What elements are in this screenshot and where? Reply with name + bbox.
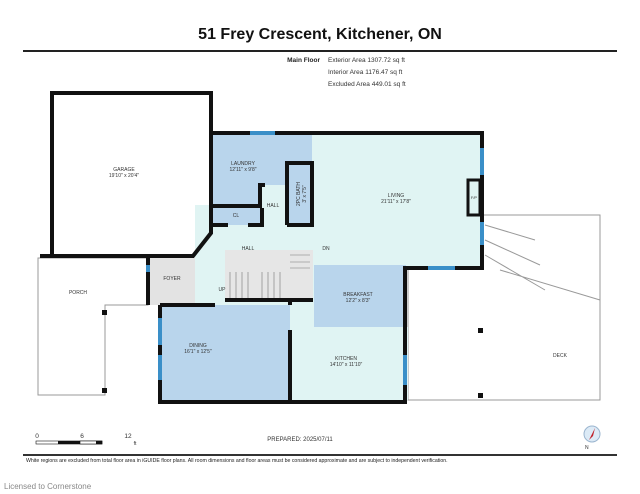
scale-label-6: 6: [80, 433, 84, 440]
disclaimer: White regions are excluded from total fl…: [26, 458, 448, 464]
small-hall: [262, 185, 287, 225]
laundry-dims: 12'11" x 9'8": [229, 167, 256, 173]
porch-outline: [37, 257, 149, 396]
living-dims: 21'11" x 17'8": [381, 199, 411, 205]
living-label: LIVING: [388, 193, 405, 199]
garage-dims: 19'10" x 20'4": [109, 173, 139, 179]
deck-steps: [484, 214, 601, 301]
foyer-label: FOYER: [163, 276, 181, 282]
post: [478, 328, 483, 333]
scale-unit: ft: [134, 441, 137, 447]
stairs-area: [225, 250, 313, 300]
hall-label: HALL: [242, 246, 255, 252]
garage-wall: [40, 91, 213, 258]
header-divider: [23, 50, 617, 52]
page-title: 51 Frey Crescent, Kitchener, ON: [198, 26, 442, 43]
down-label: DN: [322, 246, 330, 252]
bath-dims: 3' x 7'5": [302, 185, 308, 203]
closet-label: CL: [233, 213, 240, 219]
closet-wall: [212, 208, 264, 227]
post: [478, 393, 483, 398]
kitchen-label: KITCHEN: [335, 356, 357, 362]
fireplace-label: F/P: [471, 195, 478, 200]
exterior-area: Exterior Area 1307.72 sq ft: [328, 57, 405, 64]
laundry-label: LAUNDRY: [231, 161, 255, 167]
breakfast-label: BREAKFAST: [343, 292, 372, 298]
kitchen-room: [290, 327, 408, 400]
footer-divider: [23, 454, 617, 456]
scale-bar: 0 6 12 ft: [35, 433, 137, 447]
porch-label: PORCH: [69, 290, 87, 296]
excluded-area: Excluded Area 449.01 sq ft: [328, 81, 406, 88]
foyer: [148, 258, 195, 305]
scale-label-12: 12: [124, 433, 132, 440]
closet: [212, 208, 262, 225]
laundry-bottom-wall: [212, 183, 265, 208]
breakfast-dims: 12'2" x 8'3": [346, 298, 371, 304]
fireplace: [466, 178, 482, 217]
dining-label: DINING: [189, 343, 207, 349]
bath-room: [287, 163, 312, 225]
up-label: UP: [219, 287, 227, 293]
interior-area: Interior Area 1176.47 sq ft: [328, 69, 403, 76]
kitchen-upper: [290, 305, 314, 327]
bath-label: 2PC BATH: [296, 182, 302, 206]
svg-text:N: N: [585, 445, 589, 451]
small-hall-label: HALL: [267, 203, 280, 209]
living-room: [312, 133, 480, 268]
laundry-top-wall: [211, 131, 484, 400]
compass-icon: N: [583, 425, 601, 451]
scale-label-0: 0: [35, 433, 39, 440]
dining-wall: [160, 298, 313, 402]
post: [102, 388, 107, 393]
garage-label: GARAGE: [113, 167, 135, 173]
license-watermark: Licensed to Cornerstone: [4, 482, 92, 491]
stairs: [229, 254, 310, 298]
breakfast-room: [314, 265, 406, 327]
prepared-date: PREPARED: 2025/07/11: [267, 437, 333, 443]
post: [102, 310, 107, 315]
floor-name: Main Floor: [287, 57, 320, 64]
dining-room: [160, 305, 290, 400]
bath-wall: [285, 161, 314, 227]
dining-dims: 16'1" x 12'5": [184, 349, 212, 355]
kitchen-dims: 14'10" x 11'10": [330, 362, 363, 368]
deck-label: DECK: [553, 353, 568, 359]
